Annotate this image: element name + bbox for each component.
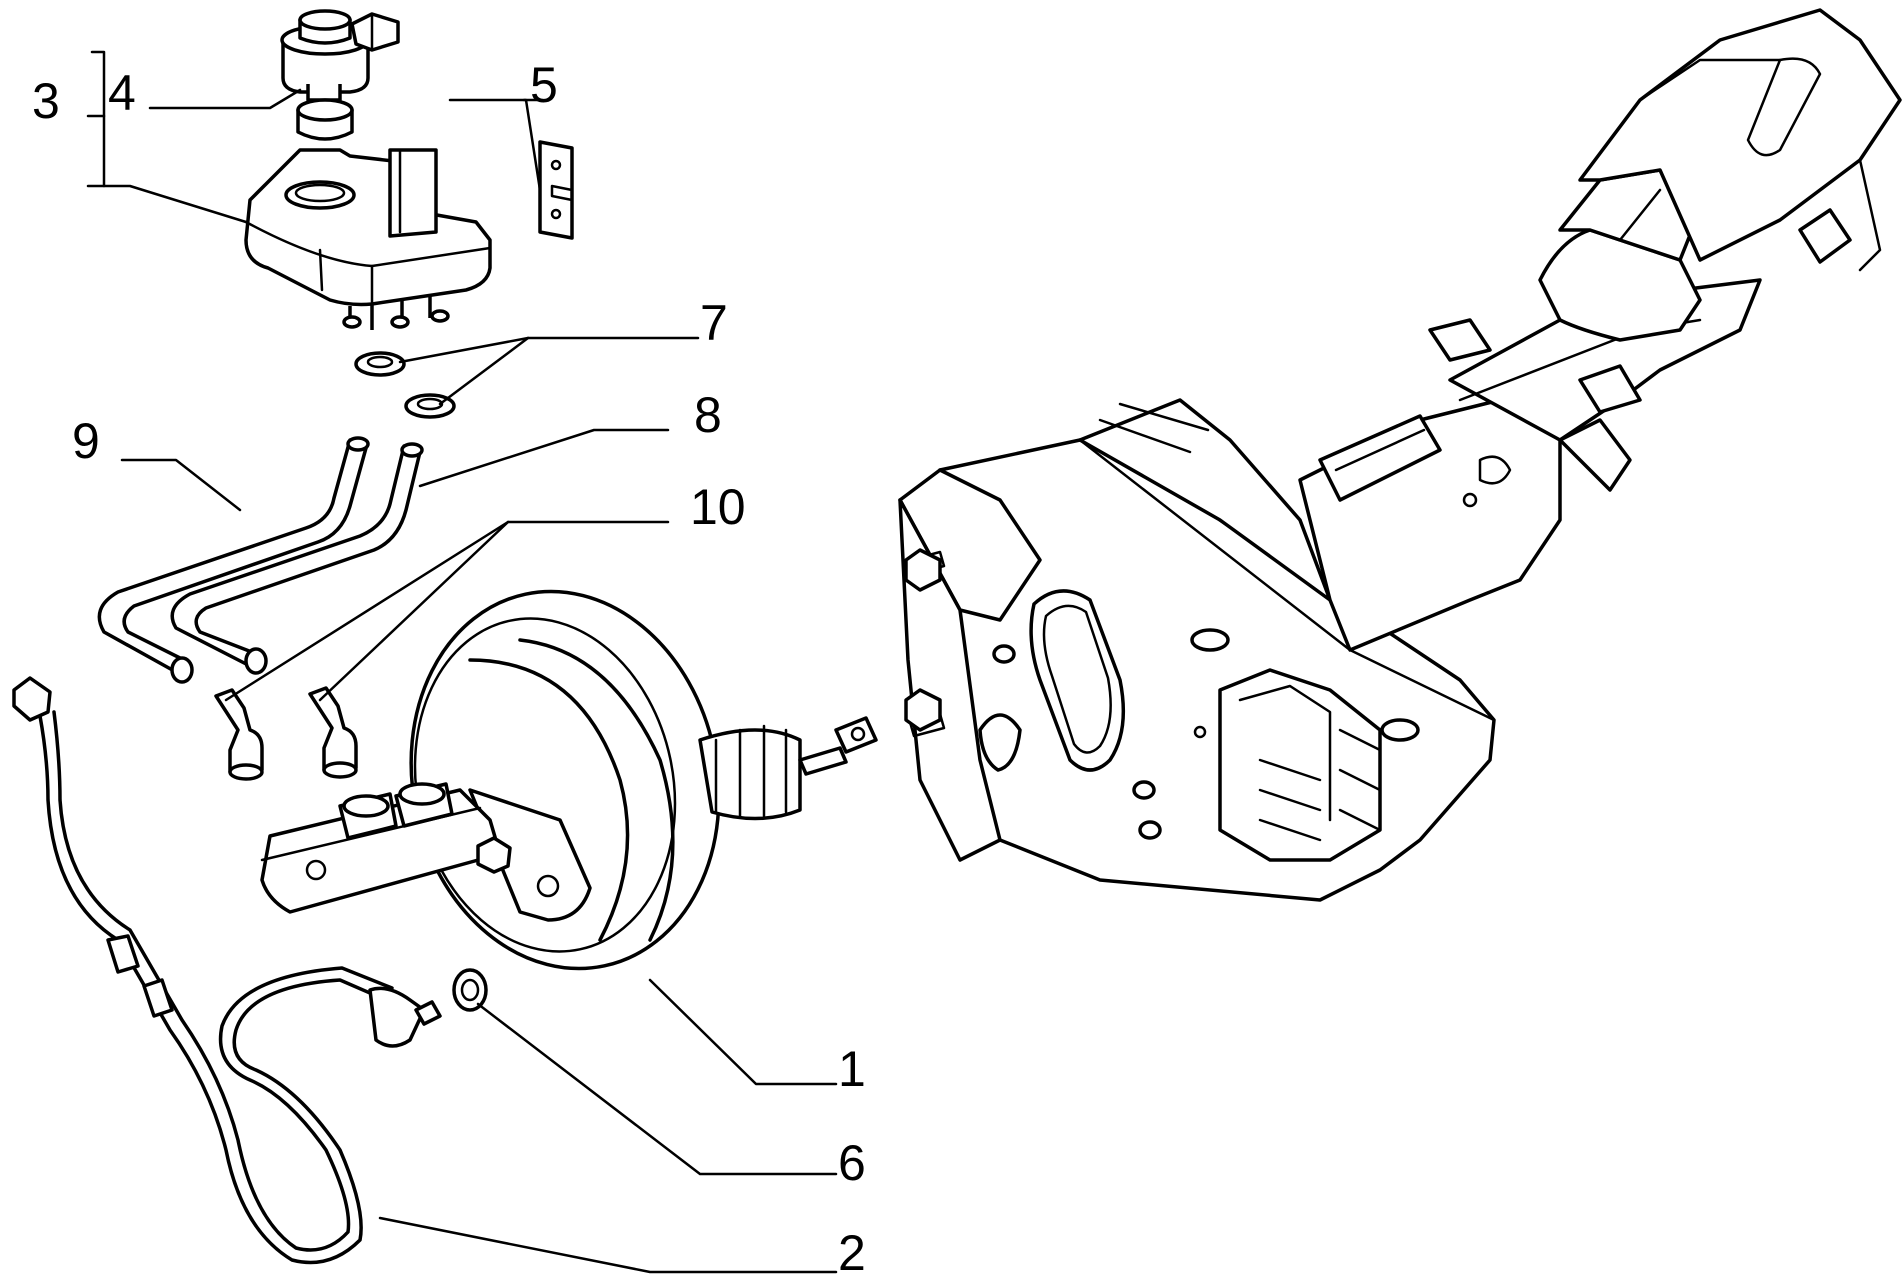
vacuum-hose-part <box>12 676 442 1265</box>
callout-3: 3 <box>32 73 60 129</box>
bracket-part <box>538 140 574 240</box>
nipples-part <box>214 686 358 781</box>
callout-1: 1 <box>838 1041 866 1097</box>
callout-4: 4 <box>108 65 136 121</box>
reservoir-cap-part <box>280 9 400 141</box>
bulkhead-structure <box>898 8 1902 902</box>
leader-lines <box>86 50 838 1274</box>
callout-10: 10 <box>690 479 746 535</box>
fluid-reservoir-part <box>244 148 492 330</box>
seals-part <box>354 351 456 419</box>
hoses-part <box>97 436 424 684</box>
callout-8: 8 <box>694 387 722 443</box>
callout-7: 7 <box>700 295 728 351</box>
callout-labels: 3 4 5 7 9 8 10 1 6 2 <box>32 57 866 1274</box>
brake-booster-part <box>260 589 878 971</box>
gasket-part <box>452 968 488 1012</box>
callout-9: 9 <box>72 413 100 469</box>
callout-6: 6 <box>838 1135 866 1191</box>
callout-2: 2 <box>838 1225 866 1274</box>
callout-5: 5 <box>530 57 558 113</box>
